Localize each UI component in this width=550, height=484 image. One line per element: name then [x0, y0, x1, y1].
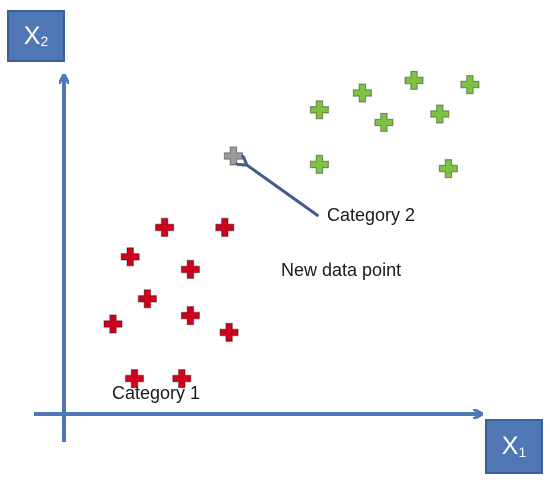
new-point-arrow — [245, 164, 320, 218]
y-axis-label-sub: 2 — [40, 33, 49, 49]
category-2-point — [438, 159, 458, 179]
category-2-point — [460, 75, 480, 95]
category-1-point — [219, 322, 239, 342]
y-axis-label-main: X — [23, 21, 41, 50]
category-1-point — [180, 306, 200, 326]
category-1-label: Category 1 — [112, 383, 201, 403]
category-2-point — [309, 154, 329, 174]
category-1-point — [137, 289, 157, 309]
new-data-point-label: New data point — [281, 260, 402, 280]
category-1-point — [172, 369, 192, 389]
category-1-point — [103, 314, 123, 334]
category-2-point — [352, 83, 372, 103]
category-2-label: Category 2 — [327, 205, 416, 225]
category-1-point — [180, 259, 200, 279]
new-data-point — [223, 146, 243, 166]
category-1-point — [120, 247, 140, 267]
points-layer — [103, 70, 480, 389]
category-1-point — [215, 217, 235, 237]
x-axis-label-sub: 1 — [518, 443, 527, 460]
category-2-point — [404, 70, 424, 90]
category-1-point — [155, 217, 175, 237]
category-1-point — [124, 369, 145, 389]
category-2-point — [374, 112, 394, 132]
x-axis-label-main: X — [501, 432, 519, 460]
category-2-point — [309, 100, 329, 120]
category-2-point — [430, 104, 450, 124]
